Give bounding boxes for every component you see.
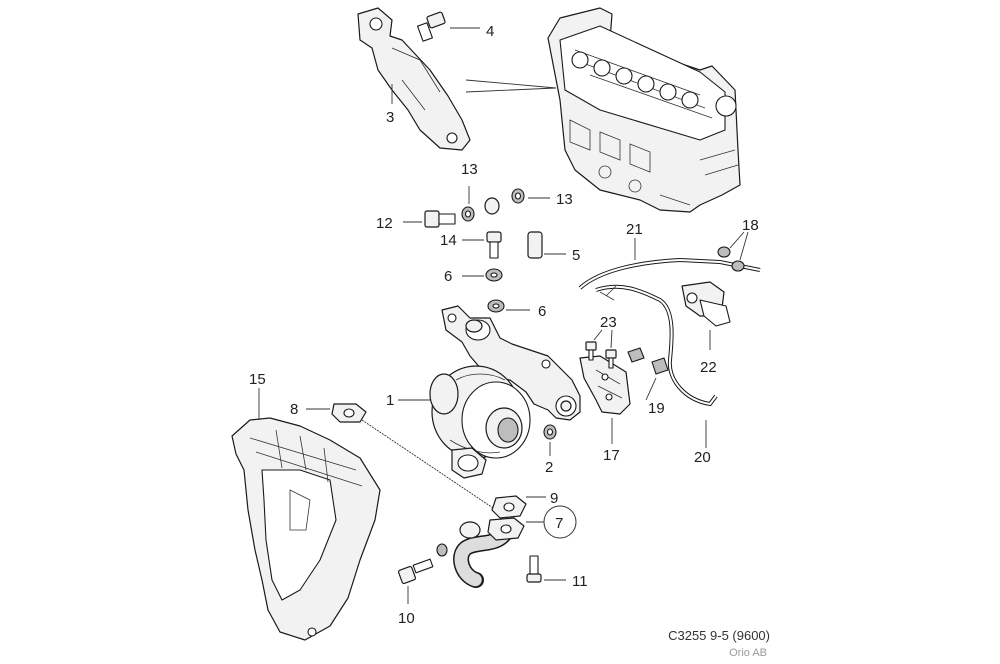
part-5-oil-pipe: [484, 197, 543, 296]
part-23-screws: [585, 341, 617, 369]
callout-20: 20: [694, 449, 711, 466]
diagram-reference-code: C3255 9-5 (9600): [668, 628, 770, 643]
callout-7: 7: [555, 515, 563, 532]
callout-3: 3: [386, 109, 394, 126]
part-21-vacuum-hose: [578, 257, 761, 407]
callout-14: 14: [440, 232, 457, 249]
callout-12: 12: [376, 215, 393, 232]
part-18-hose-clamps: [717, 246, 745, 272]
part-8-gasket: [331, 403, 367, 423]
callout-2: 2: [545, 459, 553, 476]
part-6-washer-lower: [487, 299, 505, 313]
engine-location-pointer: [465, 79, 557, 93]
callout-13-top: 13: [461, 161, 478, 178]
callout-4: 4: [486, 23, 494, 40]
part-7-flex-pipe: [453, 517, 525, 588]
part-22-solenoid-valve: [681, 281, 731, 327]
part-13-washer-left: [461, 206, 475, 222]
leader-18a: [729, 231, 745, 249]
callout-15: 15: [249, 371, 266, 388]
callout-9: 9: [550, 490, 558, 507]
callout-13-right: 13: [556, 191, 573, 208]
callout-11: 11: [572, 573, 588, 590]
leader-23b: [610, 329, 613, 349]
part-12-banjo-bolt: [424, 210, 456, 228]
publisher-label: Orio AB: [729, 647, 767, 659]
part-15-heat-shield: [231, 417, 381, 641]
part-3-bracket: [357, 7, 471, 151]
callout-19: 19: [648, 400, 665, 417]
callout-22: 22: [700, 359, 717, 376]
part-13-washer-right: [511, 188, 525, 204]
callout-1: 1: [386, 392, 394, 409]
part-11-stud: [526, 555, 542, 583]
part-4-bolt: [417, 11, 446, 42]
leader-23a: [593, 329, 603, 341]
engine-block-illustration: [547, 7, 741, 213]
callout-10: 10: [398, 610, 415, 627]
callout-6-lower: 6: [538, 303, 546, 320]
part-10-bolt: [397, 543, 448, 585]
callout-5: 5: [572, 247, 580, 264]
callout-23: 23: [600, 314, 617, 331]
callout-17: 17: [603, 447, 620, 464]
leader-18b: [739, 231, 749, 261]
part-6-washer-upper: [485, 268, 503, 282]
callout-21: 21: [626, 221, 643, 238]
part-9-gasket: [491, 495, 527, 519]
callout-18: 18: [742, 217, 759, 234]
leader-19: [645, 377, 657, 401]
part-17-mounting-bracket: [579, 355, 631, 415]
part-2-nut: [543, 424, 557, 440]
callout-8: 8: [290, 401, 298, 418]
part-1-turbocharger: [429, 305, 581, 479]
part-19-rubber-mounts: [627, 347, 669, 375]
callout-6-upper: 6: [444, 268, 452, 285]
part-14-bolt: [486, 231, 502, 259]
